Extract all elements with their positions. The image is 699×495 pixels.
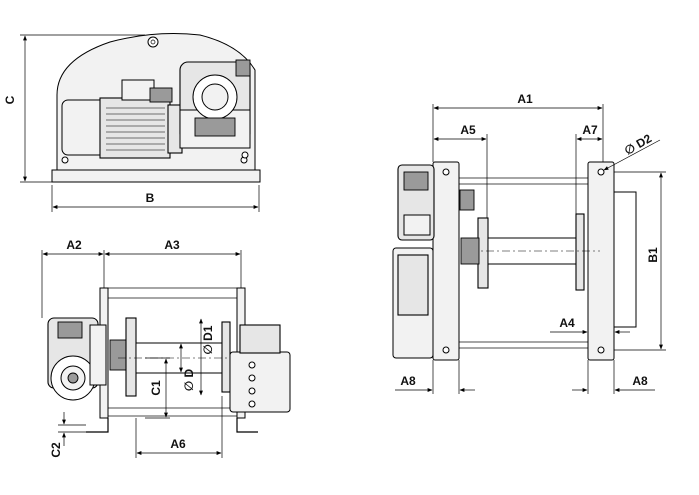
top-view: C B (3, 33, 261, 212)
frame-bottom-rail (99, 407, 246, 417)
dimension-b: B (51, 185, 260, 212)
dimension-a6: A6 (135, 396, 223, 458)
label-d2: ∅ D2 (622, 131, 654, 158)
dimension-a7: A7 (575, 123, 603, 214)
dimension-a1: A1 (432, 92, 604, 162)
front-gearbox (47, 317, 107, 401)
label-c2: C2 (49, 442, 63, 458)
gearbox (179, 59, 251, 159)
label-d1: ∅ D1 (201, 325, 215, 354)
dimension-d1: ∅ D1 (199, 318, 215, 396)
dimension-a3: A3 (104, 238, 242, 288)
dimension-c1: C1 (145, 357, 170, 419)
side-plate-right (587, 161, 615, 361)
label-b1: B1 (646, 247, 660, 263)
dimension-a2: A2 (41, 238, 105, 318)
mount-hole-left (61, 156, 69, 164)
dimension-a5: A5 (433, 123, 488, 218)
dimension-d: ∅ D (179, 343, 196, 392)
label-a3: A3 (164, 238, 180, 252)
label-a6: A6 (170, 437, 186, 451)
label-c: C (3, 95, 17, 104)
dimension-a8-left: A8 (395, 360, 475, 394)
label-b: B (146, 191, 155, 205)
dimension-b1: B1 (614, 171, 666, 351)
flange (613, 191, 637, 328)
front-motor (229, 324, 291, 413)
electric-motor (61, 79, 183, 159)
label-a8-left: A8 (400, 374, 416, 388)
dimension-c2: C2 (49, 412, 86, 458)
base-foot (51, 169, 261, 183)
frame-top-rail (99, 287, 246, 299)
side-motor-gearbox (392, 164, 475, 359)
front-view: A2 A3 ∅ D1 ∅ D C1 A6 (41, 238, 291, 458)
dimension-c: C (3, 34, 145, 183)
drum (109, 317, 240, 397)
top-nut (147, 36, 159, 48)
dimension-a8-right: A8 (572, 360, 655, 394)
label-a4: A4 (559, 316, 575, 330)
label-a2: A2 (66, 238, 82, 252)
label-d: ∅ D (182, 369, 196, 392)
side-view: A1 A5 A7 ∅ D2 B1 A4 (392, 92, 666, 394)
label-a8-right: A8 (632, 374, 648, 388)
side-drum (460, 213, 600, 291)
dimension-a4: A4 (550, 316, 630, 334)
label-a5: A5 (460, 123, 476, 137)
label-a7: A7 (582, 123, 598, 137)
label-c1: C1 (149, 380, 163, 396)
label-a1: A1 (517, 92, 533, 106)
side-plate-left (432, 161, 460, 361)
